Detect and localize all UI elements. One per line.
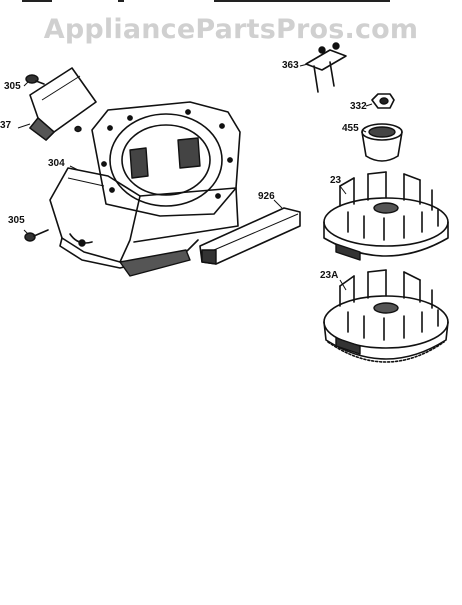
- part-363-bracket: [305, 42, 347, 93]
- callout-305-top: 305: [4, 81, 21, 92]
- part-332-nut: [371, 93, 395, 109]
- part-926-bracket: [199, 207, 301, 265]
- callout-304: 304: [48, 158, 65, 169]
- callout-305-bottom: 305: [8, 215, 25, 226]
- part-455-starter-cup: [361, 123, 403, 162]
- callout-23a: 23A: [320, 270, 339, 281]
- callout-332: 332: [350, 101, 367, 112]
- part-305-screw-top: [25, 74, 45, 85]
- cropped-header-mark: [22, 0, 52, 2]
- cropped-header-mark: [118, 0, 124, 2]
- callout-455: 455: [342, 123, 359, 134]
- callout-37: 37: [0, 120, 12, 131]
- callout-23: 23: [330, 175, 342, 186]
- callout-926: 926: [258, 191, 275, 202]
- part-37-shield: [29, 67, 97, 141]
- callout-363: 363: [282, 60, 299, 71]
- cropped-header-mark: [214, 0, 390, 2]
- watermark-text: AppliancePartsPros.com: [43, 14, 419, 45]
- leader-lines: [17, 63, 373, 291]
- part-304-blower-housing: [49, 101, 241, 277]
- part-23-flywheel: [323, 171, 449, 261]
- part-305-screw-bottom: [24, 229, 49, 242]
